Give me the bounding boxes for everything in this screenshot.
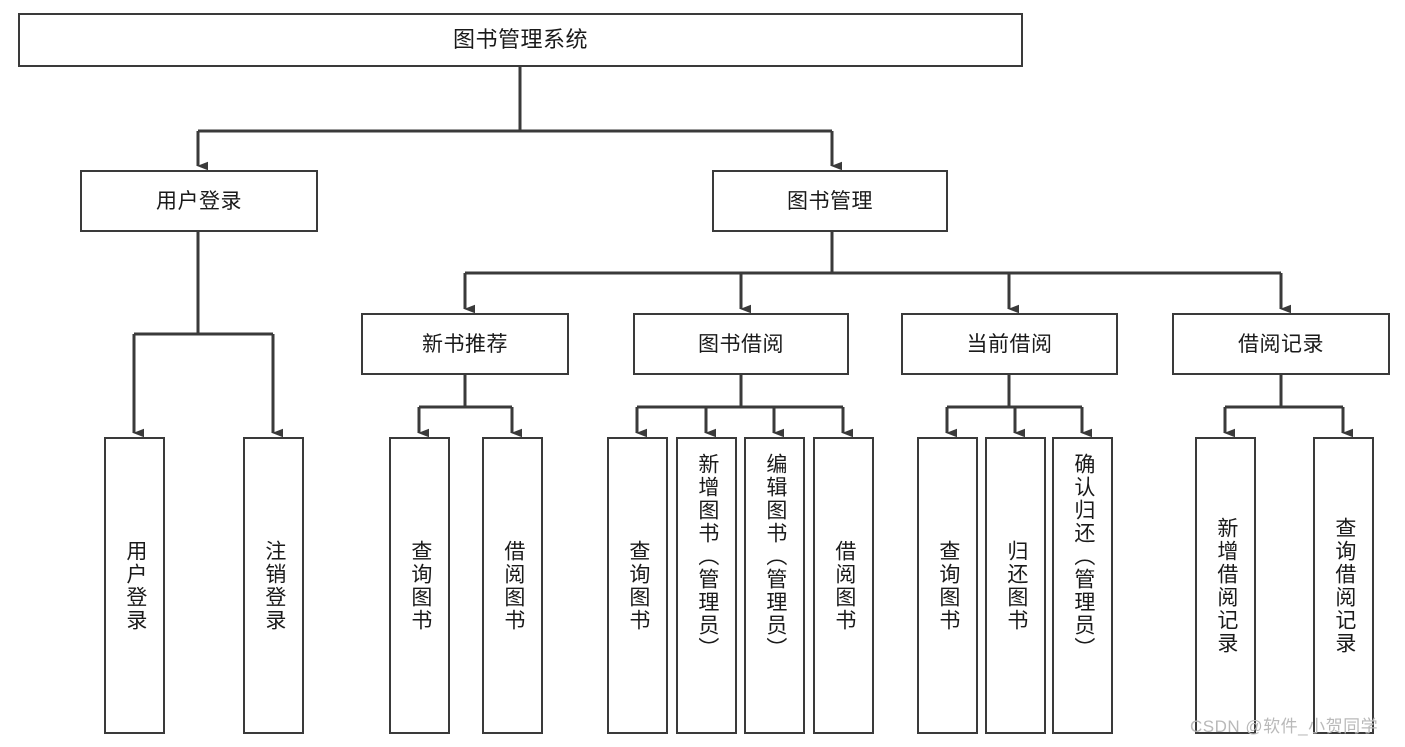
- node-leaf-user-login[interactable]: 用户登录: [104, 437, 165, 734]
- node-label: 借阅图书: [832, 539, 856, 632]
- node-book-borrow[interactable]: 图书借阅: [633, 313, 849, 375]
- node-leaf-add-book[interactable]: 新增图书（管理员）: [676, 437, 737, 734]
- node-label: 当前借阅: [966, 332, 1053, 356]
- node-label: 借阅记录: [1238, 332, 1324, 356]
- node-user-login[interactable]: 用户登录: [80, 170, 318, 232]
- node-label: 编辑图书（管理员）: [763, 453, 787, 660]
- node-leaf-return-book[interactable]: 归还图书: [985, 437, 1046, 734]
- node-label: 查询借阅记录: [1332, 516, 1356, 655]
- node-label: 新增借阅记录: [1214, 516, 1238, 655]
- node-label: 借阅图书: [501, 539, 525, 632]
- node-borrow-record[interactable]: 借阅记录: [1172, 313, 1390, 375]
- node-leaf-query-record[interactable]: 查询借阅记录: [1313, 437, 1374, 734]
- node-root-system[interactable]: 图书管理系统: [18, 13, 1023, 67]
- node-label: 注销登录: [262, 539, 286, 632]
- node-label: 图书管理系统: [452, 27, 588, 52]
- node-label: 查询图书: [408, 539, 432, 632]
- node-leaf-query-book-1[interactable]: 查询图书: [389, 437, 450, 734]
- node-leaf-confirm-return[interactable]: 确认归还（管理员）: [1052, 437, 1113, 734]
- node-label: 归还图书: [1004, 539, 1028, 632]
- node-book-management[interactable]: 图书管理: [712, 170, 948, 232]
- node-label: 用户登录: [123, 539, 147, 632]
- node-leaf-borrow-book-1[interactable]: 借阅图书: [482, 437, 543, 734]
- node-leaf-borrow-book-2[interactable]: 借阅图书: [813, 437, 874, 734]
- node-label: 图书管理: [787, 189, 873, 213]
- node-leaf-add-record[interactable]: 新增借阅记录: [1195, 437, 1256, 734]
- node-leaf-query-book-2[interactable]: 查询图书: [607, 437, 668, 734]
- node-leaf-query-book-3[interactable]: 查询图书: [917, 437, 978, 734]
- node-label: 新增图书（管理员）: [695, 453, 719, 660]
- node-current-borrow[interactable]: 当前借阅: [901, 313, 1118, 375]
- node-leaf-edit-book[interactable]: 编辑图书（管理员）: [744, 437, 805, 734]
- node-label: 查询图书: [626, 539, 650, 632]
- node-label: 确认归还（管理员）: [1071, 453, 1095, 660]
- node-label: 用户登录: [156, 189, 242, 213]
- node-label: 图书借阅: [698, 332, 784, 356]
- node-new-book-recommend[interactable]: 新书推荐: [361, 313, 569, 375]
- node-leaf-logout-login[interactable]: 注销登录: [243, 437, 304, 734]
- node-label: 查询图书: [936, 539, 960, 632]
- node-label: 新书推荐: [422, 332, 508, 356]
